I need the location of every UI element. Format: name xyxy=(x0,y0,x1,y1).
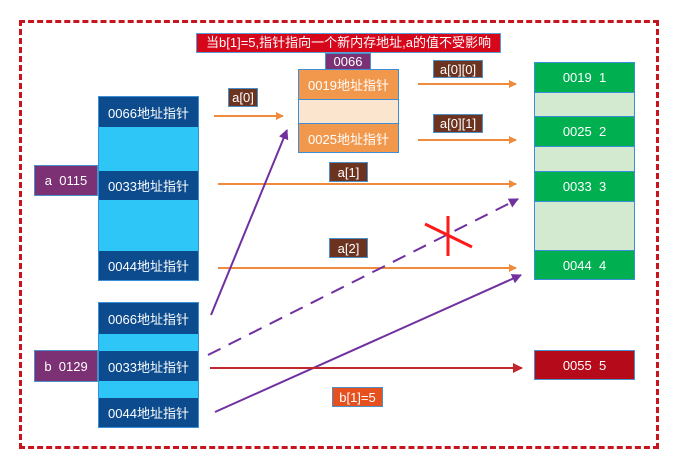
label-a0: a[0] xyxy=(228,88,258,107)
inner-block-cell: 0019地址指针 xyxy=(299,70,398,99)
label-a01: a[0][1] xyxy=(433,114,483,133)
value-cell: 0033 3 xyxy=(535,171,634,201)
value-cell: 0025 2 xyxy=(535,116,634,146)
label-b1-assign: b[1]=5 xyxy=(332,387,383,407)
var-b-cell xyxy=(99,334,198,351)
arrow-b2 xyxy=(214,274,522,413)
value-cell xyxy=(535,92,634,116)
inner-block: 0019地址指针 0025地址指针 xyxy=(298,69,399,153)
var-a-cell: 0033地址指针 xyxy=(99,171,198,200)
dashed-frame xyxy=(19,20,659,449)
arrow-b1-old xyxy=(207,198,519,356)
var-a-cell xyxy=(99,200,198,251)
var-b-cell: 0044地址指针 xyxy=(99,398,198,427)
var-a-array: 0066地址指针 0033地址指针 0044地址指针 xyxy=(98,96,199,281)
inner-block-cell xyxy=(299,99,398,123)
var-a-cell: 0066地址指针 xyxy=(99,97,198,127)
values-block: 0019 1 0025 2 0033 3 0044 4 xyxy=(534,62,635,280)
var-b-array: 0066地址指针 0033地址指针 0044地址指针 xyxy=(98,302,199,428)
var-b-cell xyxy=(99,381,198,398)
label-a00: a[0][0] xyxy=(433,60,483,78)
var-b-label: b 0129 xyxy=(34,350,98,382)
new-value-box: 0055 5 xyxy=(534,350,635,380)
var-b-cell: 0066地址指针 xyxy=(99,303,198,334)
arrow-b0 xyxy=(210,129,289,316)
value-cell: 0019 1 xyxy=(535,63,634,92)
diagram-title: 当b[1]=5,指针指向一个新内存地址,a的值不受影响 xyxy=(196,33,501,53)
value-cell xyxy=(535,146,634,171)
label-a2: a[2] xyxy=(329,238,368,258)
var-b-cell: 0033地址指针 xyxy=(99,351,198,381)
var-a-cell: 0044地址指针 xyxy=(99,251,198,280)
var-a-label: a 0115 xyxy=(34,165,98,196)
var-a-cell xyxy=(99,127,198,171)
label-a1: a[1] xyxy=(329,162,368,182)
inner-block-cell: 0025地址指针 xyxy=(299,123,398,152)
value-cell xyxy=(535,201,634,250)
value-cell: 0044 4 xyxy=(535,250,634,279)
